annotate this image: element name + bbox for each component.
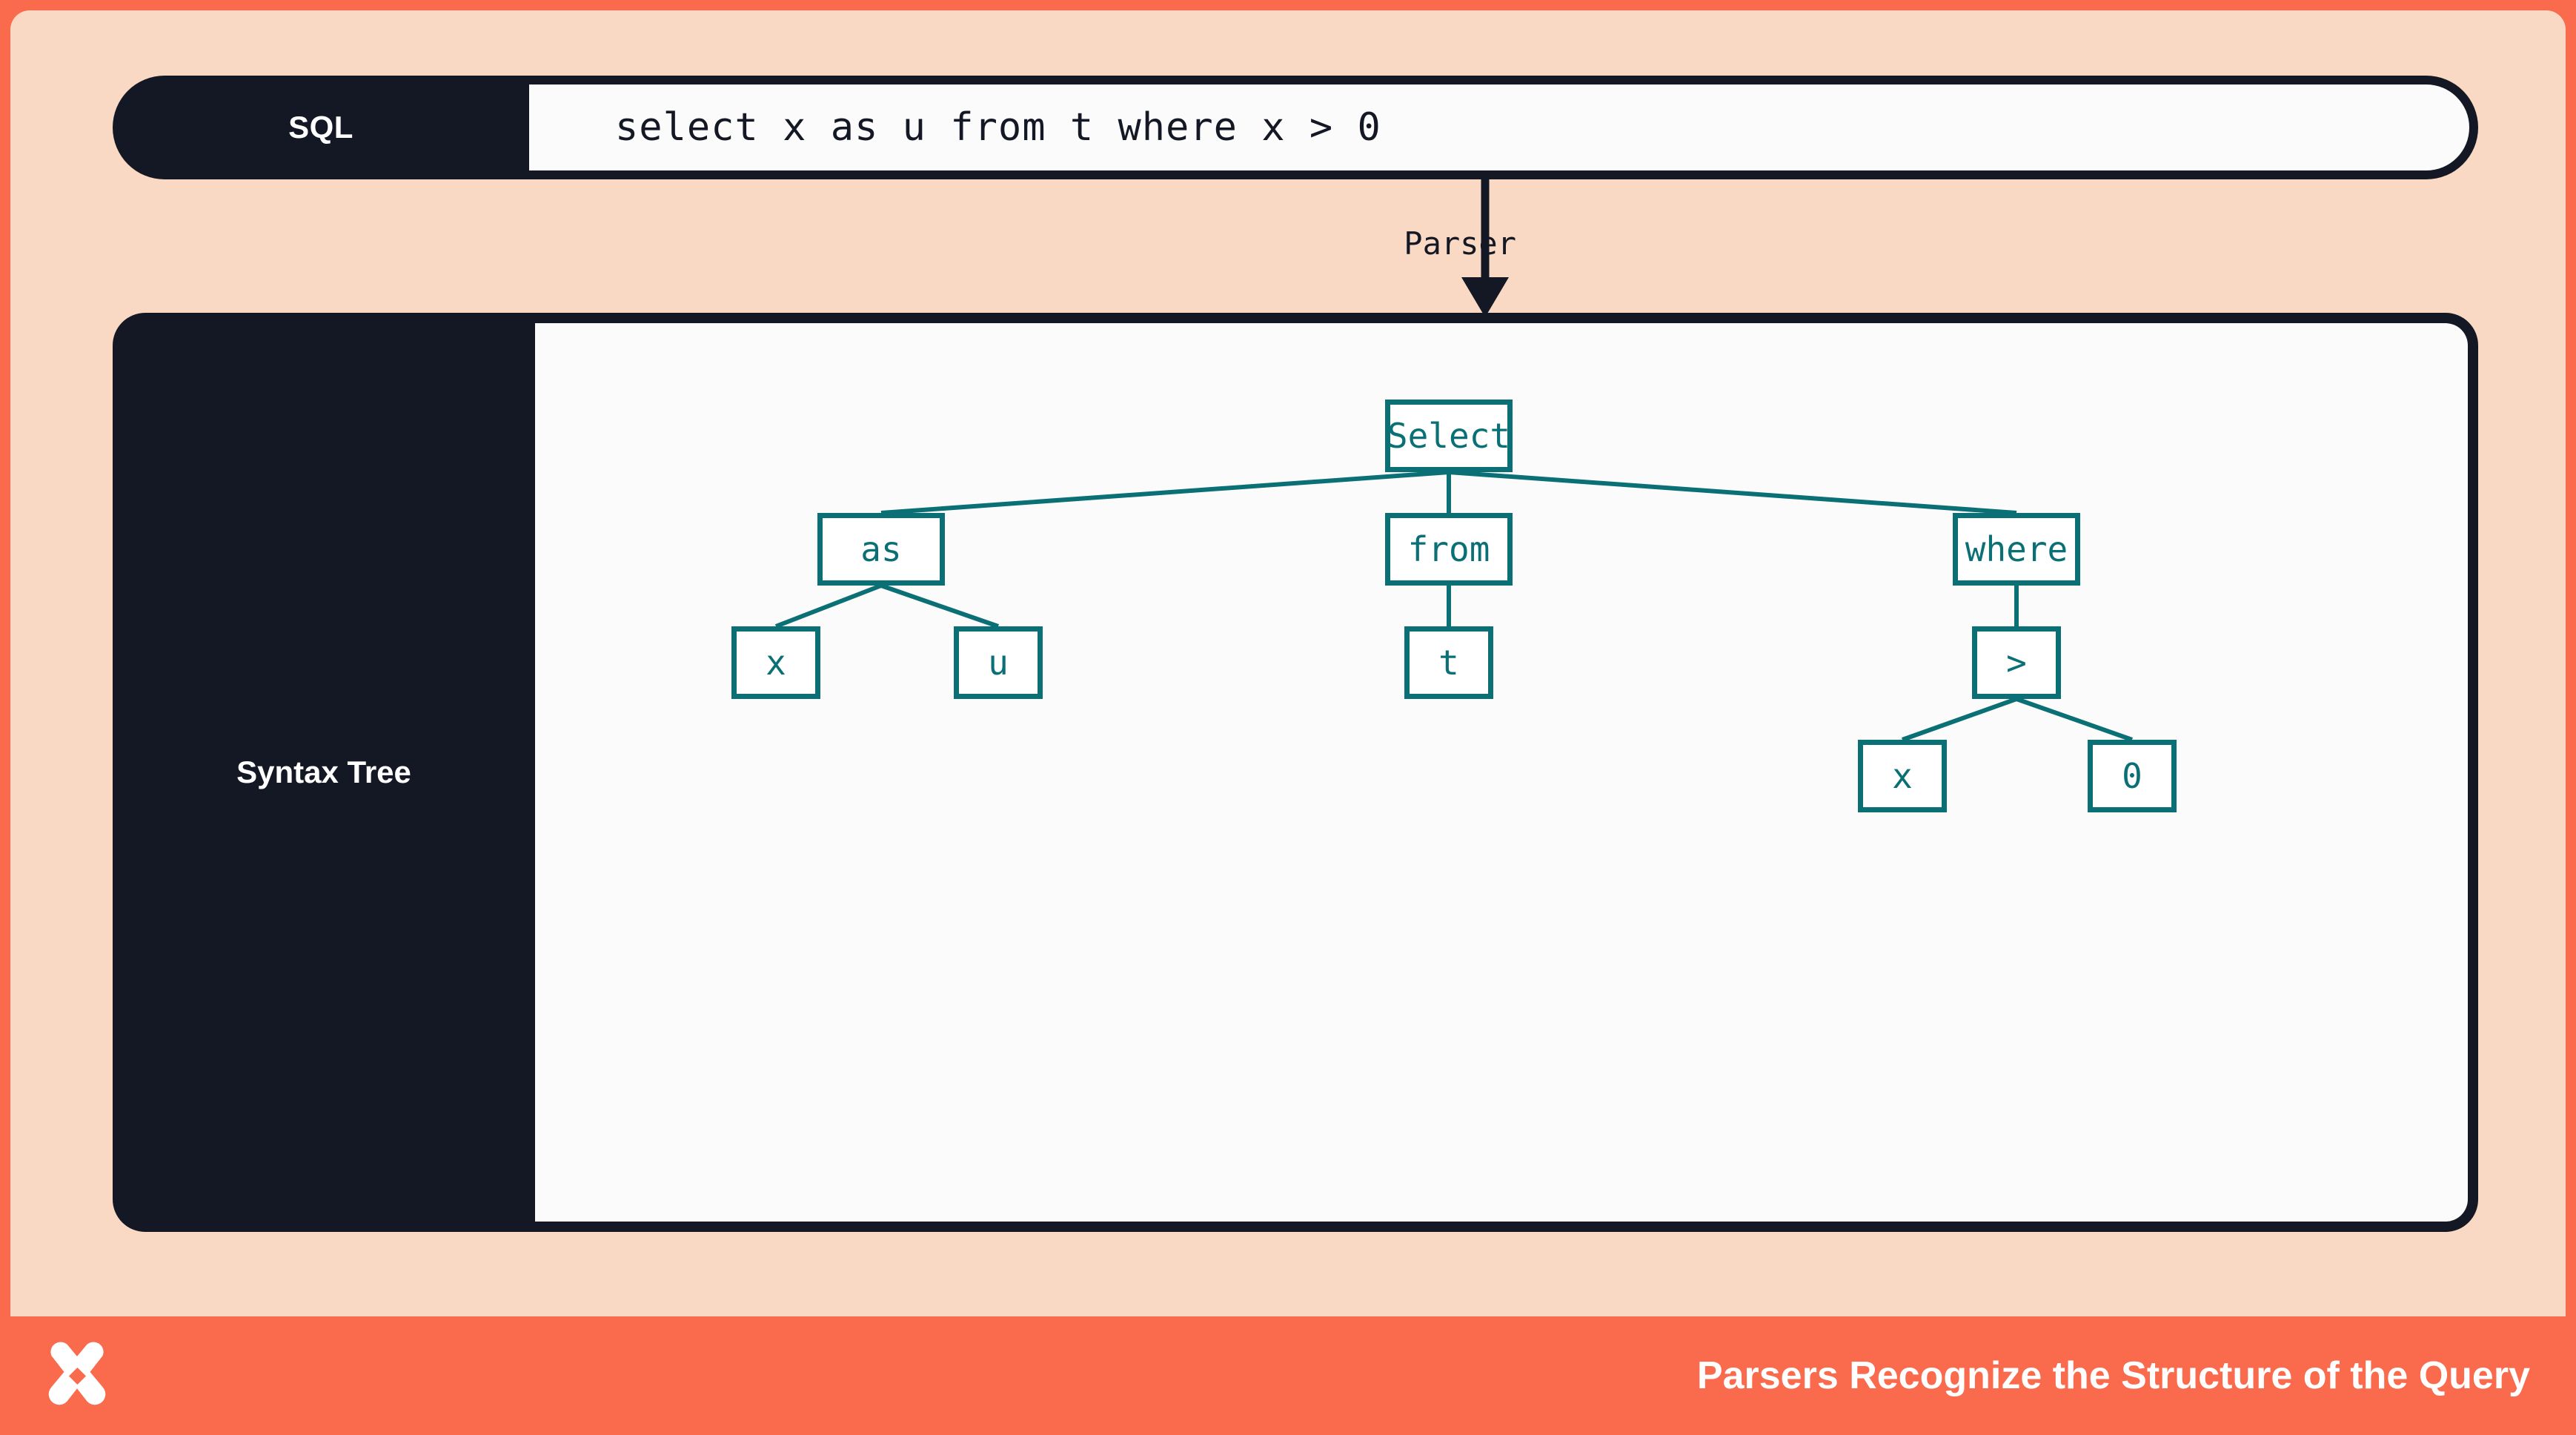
tree-node-label: where (1965, 529, 2068, 569)
tree-node-gt-0: 0 (2088, 740, 2177, 812)
tree-node-label: x (1892, 756, 1913, 796)
syntax-tree-label: Syntax Tree (236, 755, 411, 789)
tree-node-label: from (1407, 529, 1490, 569)
syntax-tree-panel: Syntax Tree Select as from where x u t > x 0 (113, 313, 2478, 1232)
tree-node-as-u: u (954, 626, 1043, 699)
tree-node-label: > (2006, 643, 2027, 683)
sql-query-field[interactable]: select x as u from t where x > 0 (529, 84, 2469, 170)
x-mark-logo-icon (48, 1342, 106, 1405)
main-card: SQL select x as u from t where x > 0 Par… (10, 10, 2566, 1316)
tree-node-label: as (860, 529, 902, 569)
parser-arrow-label: Parser (1404, 225, 1516, 262)
tree-node-gt-x: x (1858, 740, 1947, 812)
tree-node-from: from (1385, 513, 1513, 586)
sql-row-label: SQL (288, 110, 353, 145)
syntax-tree-canvas: Select as from where x u t > x 0 (535, 323, 2468, 1222)
tree-node-from-t: t (1404, 626, 1493, 699)
footer-title: Parsers Recognize the Structure of the Q… (1696, 1354, 2530, 1397)
tree-node-select: Select (1385, 400, 1513, 472)
sql-row: SQL select x as u from t where x > 0 (113, 76, 2478, 179)
parser-arrow-icon (1461, 179, 1509, 317)
tree-node-label: t (1438, 643, 1459, 683)
tree-node-as: as (817, 513, 945, 586)
tree-node-where: where (1953, 513, 2080, 586)
tree-node-label: u (988, 643, 1009, 683)
footer-bar: Parsers Recognize the Structure of the Q… (0, 1316, 2576, 1435)
syntax-tree-sidebar: Syntax Tree (113, 313, 535, 1232)
tree-node-label: x (766, 643, 786, 683)
tree-node-as-x: x (731, 626, 820, 699)
tree-node-gt: > (1972, 626, 2061, 699)
sql-query-text: select x as u from t where x > 0 (615, 105, 1381, 150)
tree-node-label: Select (1387, 416, 1511, 456)
syntax-tree-edges (774, 470, 2133, 742)
tree-node-label: 0 (2122, 756, 2142, 796)
